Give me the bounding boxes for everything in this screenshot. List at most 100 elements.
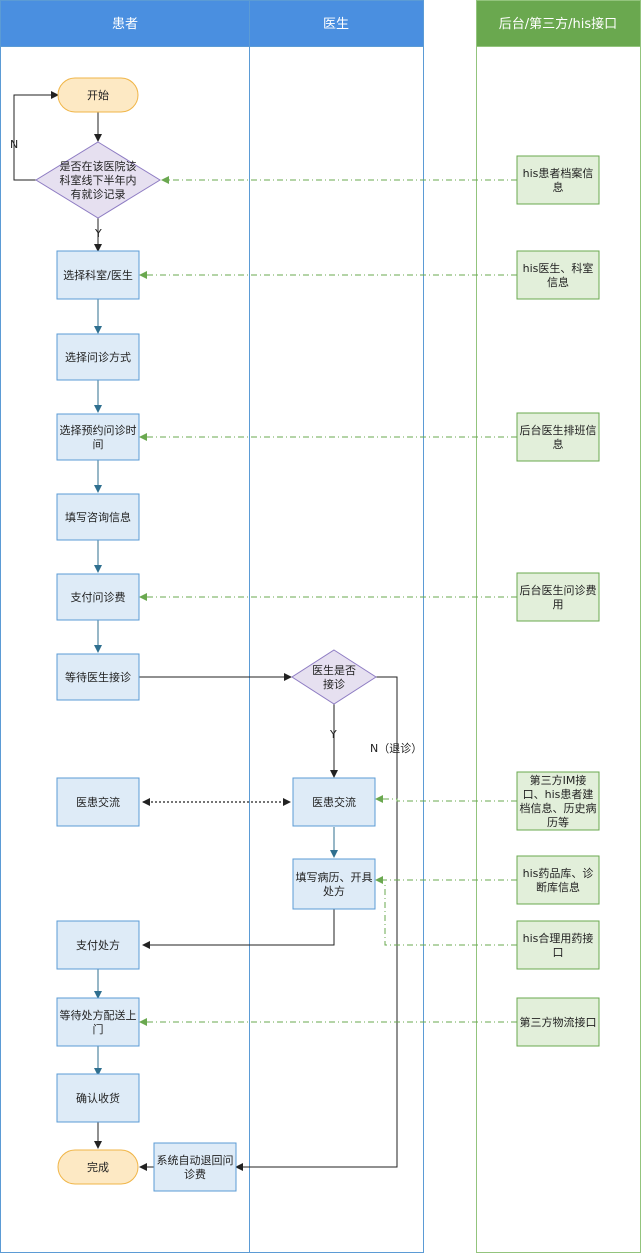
node-shape-s-rational [516, 920, 600, 970]
node-label-s-archive: 息 [553, 180, 564, 194]
lane-header-doctor [249, 0, 424, 47]
node-label-s-archive: his患者档案信 [523, 166, 594, 180]
node-label-d-accept: 医生是否 [312, 663, 356, 677]
edge-label-y-accept: Y [329, 728, 337, 741]
nodes-layer: 开始是否在该医院该科室线下半年内有就诊记录选择科室/医生选择问诊方式选择预约问诊… [35, 77, 600, 1192]
node-label-s-drug: 断库信息 [536, 880, 580, 894]
node-shape-done [57, 1149, 139, 1185]
node-shape-pay-rx [56, 920, 140, 970]
node-label-fill-record: 填写病历、开具 [296, 870, 373, 884]
edge-rational-to-record [384, 885, 517, 946]
node-shape-wait-delivery [56, 997, 140, 1047]
node-label-wait-doctor: 等待医生接诊 [65, 670, 131, 684]
node-shape-s-im [516, 771, 600, 831]
node-label-wait-delivery: 等待处方配送上 [60, 1008, 137, 1022]
node-shape-s-logistics [516, 997, 600, 1047]
node-label-done: 完成 [87, 1160, 109, 1174]
node-confirm: 确认收货 [56, 1073, 140, 1123]
node-shape-select-time [56, 413, 140, 461]
node-label-s-drug: his药品库、诊 [523, 866, 594, 880]
node-p-chat: 医患交流 [56, 777, 140, 827]
connectors [13, 91, 517, 1171]
node-label-d-history: 有就诊记录 [71, 187, 126, 201]
lane-header-patient [0, 0, 250, 47]
node-label-confirm: 确认收货 [76, 1091, 120, 1105]
node-done: 完成 [57, 1149, 139, 1185]
node-shape-select-dept [56, 250, 140, 300]
node-label-s-dept: 信息 [547, 275, 569, 289]
node-start: 开始 [57, 77, 139, 113]
lane-title-doctor: 医生 [323, 17, 349, 32]
node-label-s-fee: 后台医生问诊费 [520, 583, 597, 597]
node-label-select-time: 间 [93, 438, 104, 451]
lane-title-patient: 患者 [112, 17, 138, 32]
node-shape-p-chat [56, 777, 140, 827]
node-label-s-im: 历等 [547, 815, 569, 829]
node-shape-d-chat [292, 777, 376, 827]
node-shape-s-dept [516, 250, 600, 300]
node-shape-pay-fee [56, 573, 140, 621]
node-label-s-rational: his合理用药接 [523, 931, 594, 945]
node-shape-fill-record [292, 858, 376, 910]
node-shape-confirm [56, 1073, 140, 1123]
node-shape-s-archive [516, 155, 600, 205]
edge-im-to-chat [375, 795, 517, 803]
node-wait-doctor: 等待医生接诊 [56, 653, 140, 701]
node-select-mode: 选择问诊方式 [56, 333, 140, 381]
node-shape-fill-info [56, 493, 140, 541]
node-label-fill-record: 处方 [323, 884, 345, 898]
node-label-select-dept: 选择科室/医生 [63, 268, 133, 282]
node-label-select-time: 选择预约问诊时 [60, 423, 137, 437]
node-label-d-history: 科室线下半年内 [60, 173, 137, 187]
node-shape-s-drug [516, 855, 600, 905]
node-shape-start [57, 77, 139, 113]
node-s-logistics: 第三方物流接口 [516, 997, 600, 1047]
node-label-s-dept: his医生、科室 [523, 261, 594, 275]
node-shape-d-history [35, 141, 161, 219]
node-d-chat: 医患交流 [292, 777, 376, 827]
edge-n-loop [13, 91, 59, 181]
edge-record-to-pay-rx [142, 909, 335, 949]
node-label-s-schedule: 息 [553, 437, 564, 451]
edge-label-y-main: Y [94, 227, 102, 240]
node-shape-s-fee [516, 572, 600, 622]
node-label-fill-info: 填写咨询信息 [65, 510, 131, 524]
lane-doctor: 医生 [249, 0, 424, 1253]
node-label-refund: 系统自动退回问 [157, 1154, 234, 1167]
node-label-d-accept: 接诊 [323, 677, 345, 691]
node-shape-s-schedule [516, 412, 600, 462]
node-shape-select-mode [56, 333, 140, 381]
node-shape-refund [153, 1142, 237, 1192]
node-label-d-history: 是否在该医院该 [60, 159, 137, 173]
lane-header-backend [476, 0, 641, 47]
node-pay-rx: 支付处方 [56, 920, 140, 970]
node-label-s-schedule: 后台医生排班信 [520, 423, 597, 437]
lane-patient: 患者 [0, 0, 250, 1253]
lane-title-backend: 后台/第三方/his接口 [499, 16, 617, 32]
node-label-s-im: 第三方IM接 [530, 773, 587, 787]
node-label-wait-delivery: 门 [93, 1022, 104, 1036]
node-label-pay-fee: 支付问诊费 [71, 590, 126, 604]
node-label-d-chat: 医患交流 [312, 795, 356, 809]
edge-n-refund [235, 676, 398, 1171]
node-label-s-im: 口、his患者建 [523, 787, 594, 801]
node-fill-info: 填写咨询信息 [56, 493, 140, 541]
node-label-pay-rx: 支付处方 [76, 938, 120, 952]
node-label-s-im: 档信息、历史病 [520, 801, 597, 815]
edge-label-n-refund: N（退诊） [370, 741, 422, 755]
node-pay-fee: 支付问诊费 [56, 573, 140, 621]
